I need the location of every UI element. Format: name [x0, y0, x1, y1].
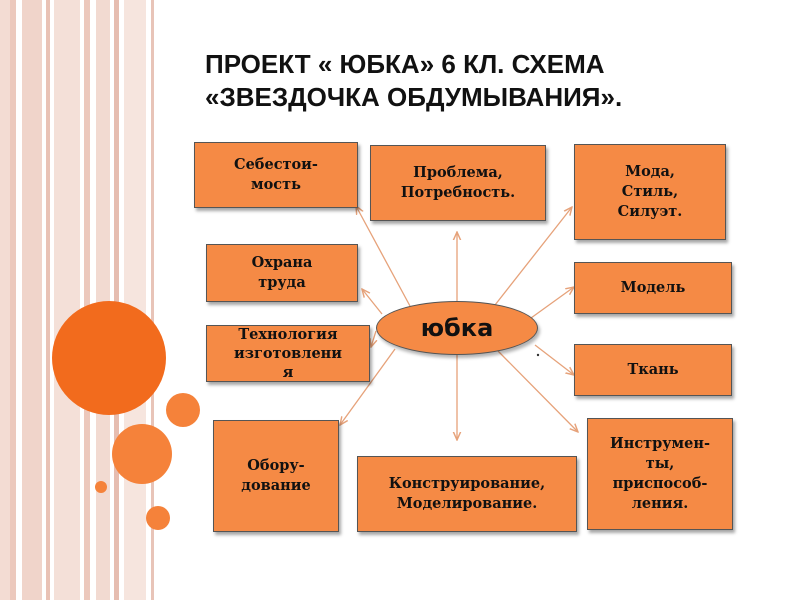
title-line-1: ПРОЕКТ « ЮБКА» 6 КЛ. СХЕМА — [205, 49, 605, 79]
box-text: Инструмен- — [610, 435, 710, 452]
box-text: Конструирование, — [388, 475, 546, 492]
box-model: Модель — [574, 262, 732, 314]
title-line-2: «ЗВЕЗДОЧКА ОБДУМЫВАНИЯ». — [205, 82, 623, 112]
box-text: Проблема, — [413, 164, 503, 181]
box-text: труда — [258, 274, 306, 291]
box-konstruirovanie: Конструирование, Моделирование. — [357, 456, 577, 532]
center-node: юбка — [376, 301, 538, 355]
box-sebestoimost: Себестои- мость — [194, 142, 358, 208]
box-text: Ткань — [627, 361, 679, 378]
box-text: изготовлени — [233, 345, 343, 362]
box-text: ления. — [631, 495, 689, 512]
box-text: Моделирование. — [396, 495, 538, 512]
box-problema: Проблема, Потребность. — [370, 145, 546, 221]
box-text: Силуэт. — [617, 203, 683, 220]
decorative-circle-medium — [112, 424, 172, 484]
box-text: Охрана — [251, 254, 313, 271]
box-text: ты, — [645, 455, 675, 472]
box-instrumenty: Инструмен- ты, приспособ- ления. — [587, 418, 733, 530]
box-text: Мода, — [625, 163, 675, 180]
box-text: Потребность. — [400, 184, 516, 201]
box-text: мость — [251, 176, 301, 193]
box-text: приспособ- — [612, 475, 708, 492]
decorative-circle-tiny — [95, 481, 107, 493]
decorative-circle-large — [52, 301, 166, 415]
box-text: Себестои- — [234, 156, 318, 173]
decorative-circle-small — [146, 506, 170, 530]
box-text: я — [282, 364, 294, 381]
box-text: Технология — [238, 326, 338, 343]
box-tkan: Ткань — [574, 344, 732, 396]
box-text: дование — [241, 477, 311, 494]
decorative-circle-small — [166, 393, 200, 427]
slide-title: ПРОЕКТ « ЮБКА» 6 КЛ. СХЕМА «ЗВЕЗДОЧКА ОБ… — [205, 48, 765, 114]
box-moda: Мода, Стиль, Силуэт. — [574, 144, 726, 240]
box-text: Стиль, — [621, 183, 679, 200]
box-oborudovanie: Обору- дование — [213, 420, 339, 532]
box-text: Обору- — [247, 457, 305, 474]
box-ohrana: Охрана труда — [206, 244, 358, 302]
center-label: юбка — [420, 314, 494, 342]
box-tehnologia: Технология изготовлени я — [206, 325, 370, 382]
box-text: Модель — [620, 279, 686, 296]
